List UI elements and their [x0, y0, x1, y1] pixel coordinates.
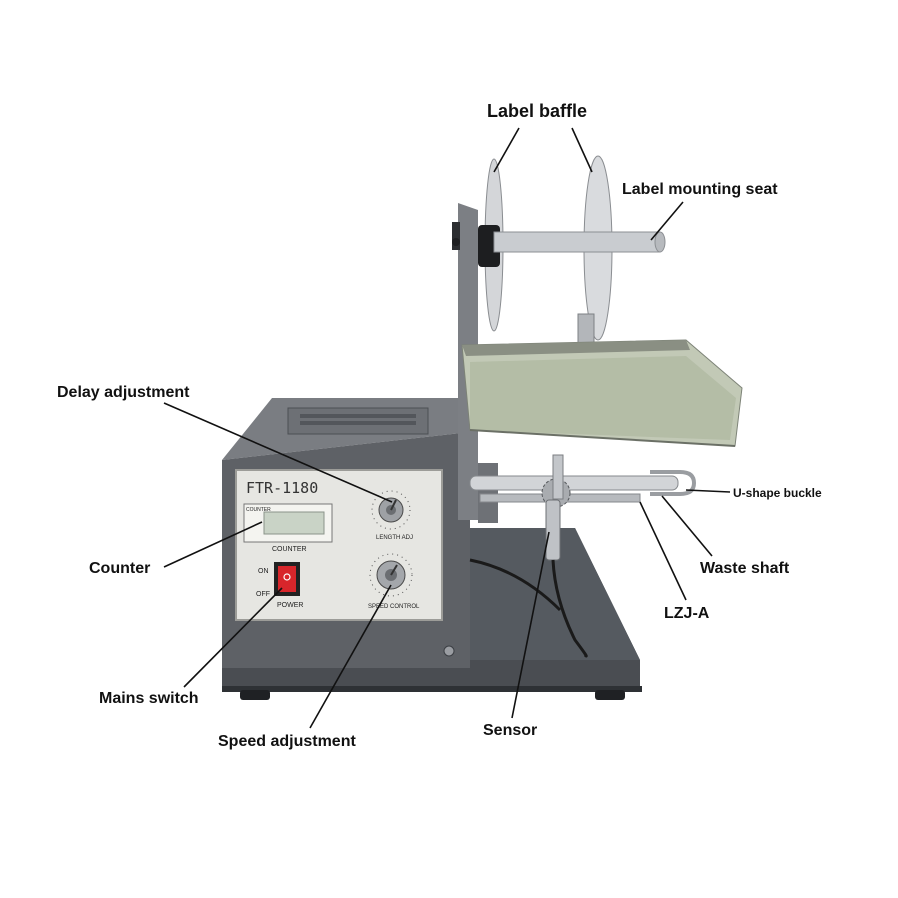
sensor-cable [551, 559, 588, 658]
callout-speed-adjustment: Speed adjustment [218, 733, 356, 750]
leader-delay-adjustment [163, 402, 393, 503]
callout-u-shape-buckle: U-shape buckle [733, 486, 822, 500]
leader-counter [163, 521, 263, 568]
foot-left [240, 690, 270, 700]
power-switch[interactable] [274, 562, 300, 596]
callout-label-mounting-seat: Label mounting seat [622, 181, 778, 198]
control-panel: FTR-1180 COUNTER COUNTER LENGTH ADJ ON O… [235, 469, 443, 621]
leader-lzj-a [639, 501, 687, 601]
base-plate [222, 528, 642, 700]
leader-speed-adjustment [309, 584, 392, 729]
leader-mains-switch [183, 587, 283, 688]
callout-waste-shaft: Waste shaft [700, 560, 790, 577]
callout-labels: Label baffle Label mounting seat Delay a… [57, 101, 822, 750]
leader-u-shape-buckle [685, 489, 731, 493]
waste-shaft [469, 475, 679, 491]
leader-sensor [511, 531, 550, 719]
sensor-body [545, 499, 561, 561]
model-label: FTR-1180 [246, 479, 318, 497]
waste-shaft-assembly [469, 454, 697, 658]
counter-caption: COUNTER [272, 546, 307, 553]
off-label: OFF [256, 591, 270, 598]
callout-sensor: Sensor [483, 722, 537, 739]
leader-label-mounting-seat [650, 201, 684, 241]
speed-label: SPEED CONTROL [368, 604, 420, 610]
callout-lzj-a: LZJ-A [664, 605, 710, 622]
callout-counter: Counter [89, 560, 150, 577]
label-mounting-shaft [493, 231, 661, 253]
speed-knob[interactable] [369, 553, 413, 597]
label-tray [461, 339, 743, 447]
leader-waste-shaft [661, 495, 713, 557]
counter-small-label: COUNTER [246, 507, 271, 513]
housing-screw [443, 645, 455, 657]
on-label: ON [258, 568, 269, 575]
leader-label-baffle-right [571, 127, 593, 173]
callout-delay-adjustment: Delay adjustment [57, 384, 190, 401]
label-reel [478, 155, 666, 359]
foot-right [595, 690, 625, 700]
callout-label-baffle: Label baffle [487, 101, 587, 121]
power-label: POWER [277, 602, 303, 609]
length-knob[interactable] [371, 490, 411, 530]
leader-lines [163, 127, 731, 729]
length-label: LENGTH ADJ [376, 535, 413, 541]
leader-label-baffle-left [493, 127, 520, 173]
u-shape-buckle [650, 470, 697, 496]
callout-mains-switch: Mains switch [99, 690, 199, 707]
